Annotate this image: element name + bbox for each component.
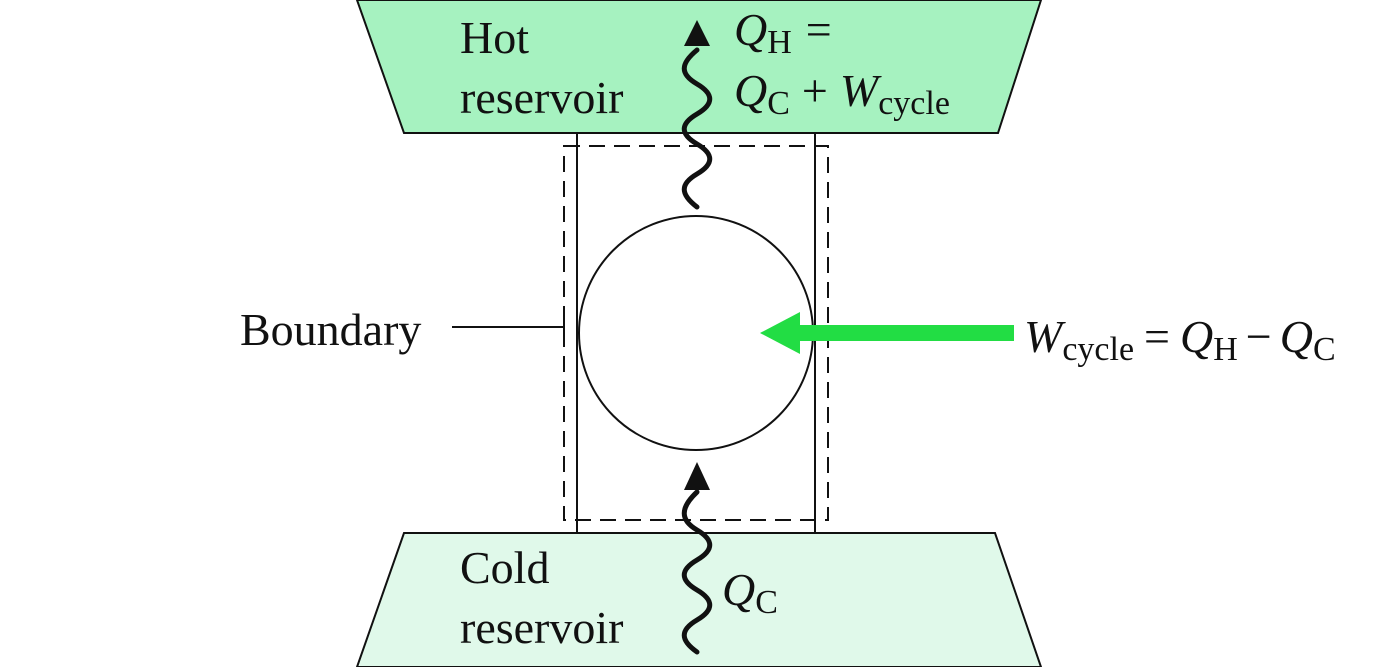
qh-equals: = bbox=[806, 4, 832, 55]
work-qh-symbol: Q bbox=[1180, 311, 1213, 362]
heat-arrowhead-cold bbox=[684, 462, 710, 490]
plus-sign: + bbox=[802, 65, 828, 116]
hot-reservoir-label-line2: reservoir bbox=[460, 72, 623, 123]
hot-reservoir-label-line1: Hot bbox=[460, 12, 529, 63]
work-minus: − bbox=[1246, 311, 1272, 362]
heat-arrow-cold bbox=[681, 489, 713, 655]
work-w-symbol: W bbox=[1024, 311, 1066, 362]
heat-arrowhead-hot bbox=[684, 20, 710, 46]
qh-symbol: Q bbox=[734, 4, 767, 55]
work-equals: = bbox=[1144, 311, 1170, 362]
cold-reservoir-label-line2: reservoir bbox=[460, 602, 623, 653]
work-arrow-shaft bbox=[795, 325, 1014, 341]
work-qc-symbol: Q bbox=[1280, 311, 1313, 362]
boundary-label: Boundary bbox=[240, 304, 421, 355]
heat-cold-label: QC bbox=[722, 564, 778, 621]
heat-hot-equation-line2: QC +Wcycle bbox=[734, 65, 950, 122]
cold-reservoir-label-line1: Cold bbox=[460, 542, 549, 593]
work-qc-subscript: C bbox=[1313, 331, 1336, 368]
qh-subscript: H bbox=[767, 24, 792, 61]
w-symbol: W bbox=[840, 65, 882, 116]
work-equation: Wcycle=QH−QC bbox=[1024, 311, 1336, 368]
work-qh-subscript: H bbox=[1213, 331, 1238, 368]
qc-symbol: Q bbox=[734, 65, 767, 116]
qc-bottom-subscript: C bbox=[755, 584, 778, 621]
work-arrowhead bbox=[760, 312, 800, 354]
heat-hot-equation-line1: QH = bbox=[734, 4, 832, 61]
work-w-subscript: cycle bbox=[1062, 331, 1134, 368]
w-subscript: cycle bbox=[878, 85, 950, 122]
hot-reservoir bbox=[355, 0, 1043, 134]
heat-arrow-hot bbox=[681, 47, 713, 210]
qc-subscript: C bbox=[767, 85, 790, 122]
qc-bottom-symbol: Q bbox=[722, 564, 755, 615]
